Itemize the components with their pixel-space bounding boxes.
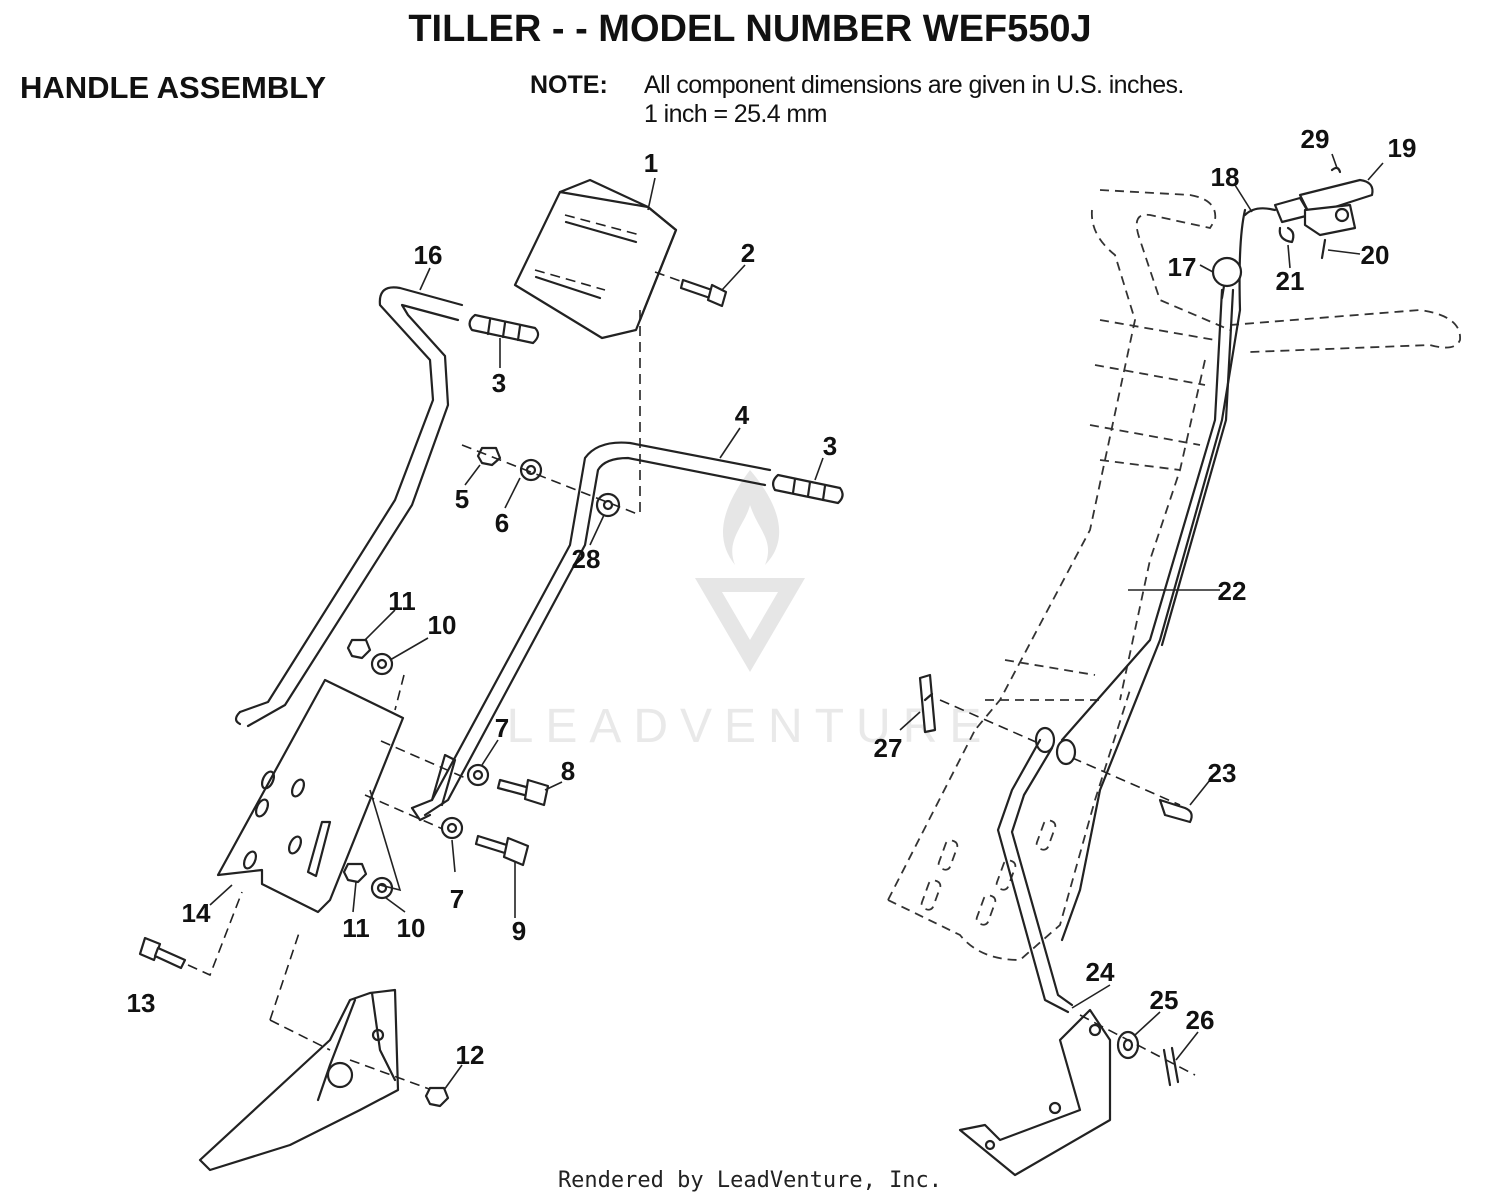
callout-numbers: 1 2 16 3 4 3 5 6 28 11 10 7 8 7 9 11 10 … — [127, 124, 1417, 1070]
part-13-bolt — [138, 891, 243, 977]
callout-4: 4 — [735, 400, 750, 430]
callout-23: 23 — [1208, 758, 1237, 788]
note-line-1: All component dimensions are given in U.… — [644, 71, 1184, 99]
callout-8: 8 — [561, 756, 575, 786]
callout-13: 13 — [127, 988, 156, 1018]
part-2-bolt — [654, 271, 728, 308]
callout-16: 16 — [414, 240, 443, 270]
flame-logo-icon — [723, 470, 780, 565]
part-24-shift-rod — [996, 738, 1074, 1014]
callout-9: 9 — [512, 916, 526, 946]
part-3-grip-upper — [468, 313, 540, 345]
callout-6: 6 — [495, 508, 509, 538]
callout-19: 19 — [1388, 133, 1417, 163]
part-14-handle-plate — [216, 678, 471, 914]
page-title: TILLER - - MODEL NUMBER WEF550J — [408, 8, 1092, 50]
parts-10-11-washers-nuts — [342, 638, 405, 900]
callout-24: 24 — [1086, 957, 1115, 987]
handle-ghost-outline — [887, 189, 1461, 961]
callout-26: 26 — [1186, 1005, 1215, 1035]
callout-11-upper: 11 — [388, 586, 416, 616]
callout-3-upper: 3 — [492, 368, 506, 398]
parts-5-6-28-hardware — [461, 310, 641, 518]
parts-23-27-pin-clip — [918, 673, 1193, 824]
callout-27: 27 — [874, 733, 903, 763]
callout-7-lower: 7 — [450, 884, 464, 914]
callout-20: 20 — [1361, 240, 1390, 270]
transmission-bracket-left — [198, 929, 450, 1172]
parts-18-21-29-control-lever — [1243, 166, 1374, 260]
note-line-2: 1 inch = 25.4 mm — [644, 100, 827, 128]
callout-21: 21 — [1276, 266, 1305, 296]
callout-14: 14 — [182, 898, 211, 928]
watermark-text: LEADVENTURE — [507, 700, 994, 753]
callout-12: 12 — [456, 1040, 485, 1070]
callout-10-lower: 10 — [397, 913, 426, 943]
callout-25: 25 — [1150, 985, 1179, 1015]
footer-credit: Rendered by LeadVenture, Inc. — [557, 1168, 943, 1193]
callout-29: 29 — [1301, 124, 1330, 154]
callout-7-upper: 7 — [495, 713, 509, 743]
leader-lines — [209, 153, 1384, 1091]
part-16-handle-left — [234, 286, 464, 728]
v-logo-icon — [695, 578, 805, 672]
transmission-bracket-right — [958, 1008, 1196, 1177]
callout-5: 5 — [455, 484, 469, 514]
part-22-control-cable — [1060, 208, 1247, 942]
part-1-control-cover — [513, 178, 678, 340]
callout-1: 1 — [644, 148, 658, 178]
callout-22: 22 — [1218, 576, 1247, 606]
callout-28: 28 — [572, 544, 601, 574]
part-3-grip-lower — [771, 473, 844, 505]
note-label: NOTE: — [530, 71, 608, 99]
section-heading: HANDLE ASSEMBLY — [20, 70, 327, 105]
watermark: LEADVENTURE — [507, 470, 994, 753]
part-4-handle-right — [410, 441, 772, 817]
callout-2: 2 — [741, 238, 755, 268]
part-17-knob — [1211, 256, 1243, 300]
callout-10-upper: 10 — [428, 610, 457, 640]
callout-11-lower: 11 — [342, 913, 370, 943]
callout-18: 18 — [1211, 162, 1240, 192]
callout-3-lower: 3 — [823, 431, 837, 461]
parts-7-8-9-bolts — [410, 753, 550, 867]
callout-17: 17 — [1168, 252, 1197, 282]
